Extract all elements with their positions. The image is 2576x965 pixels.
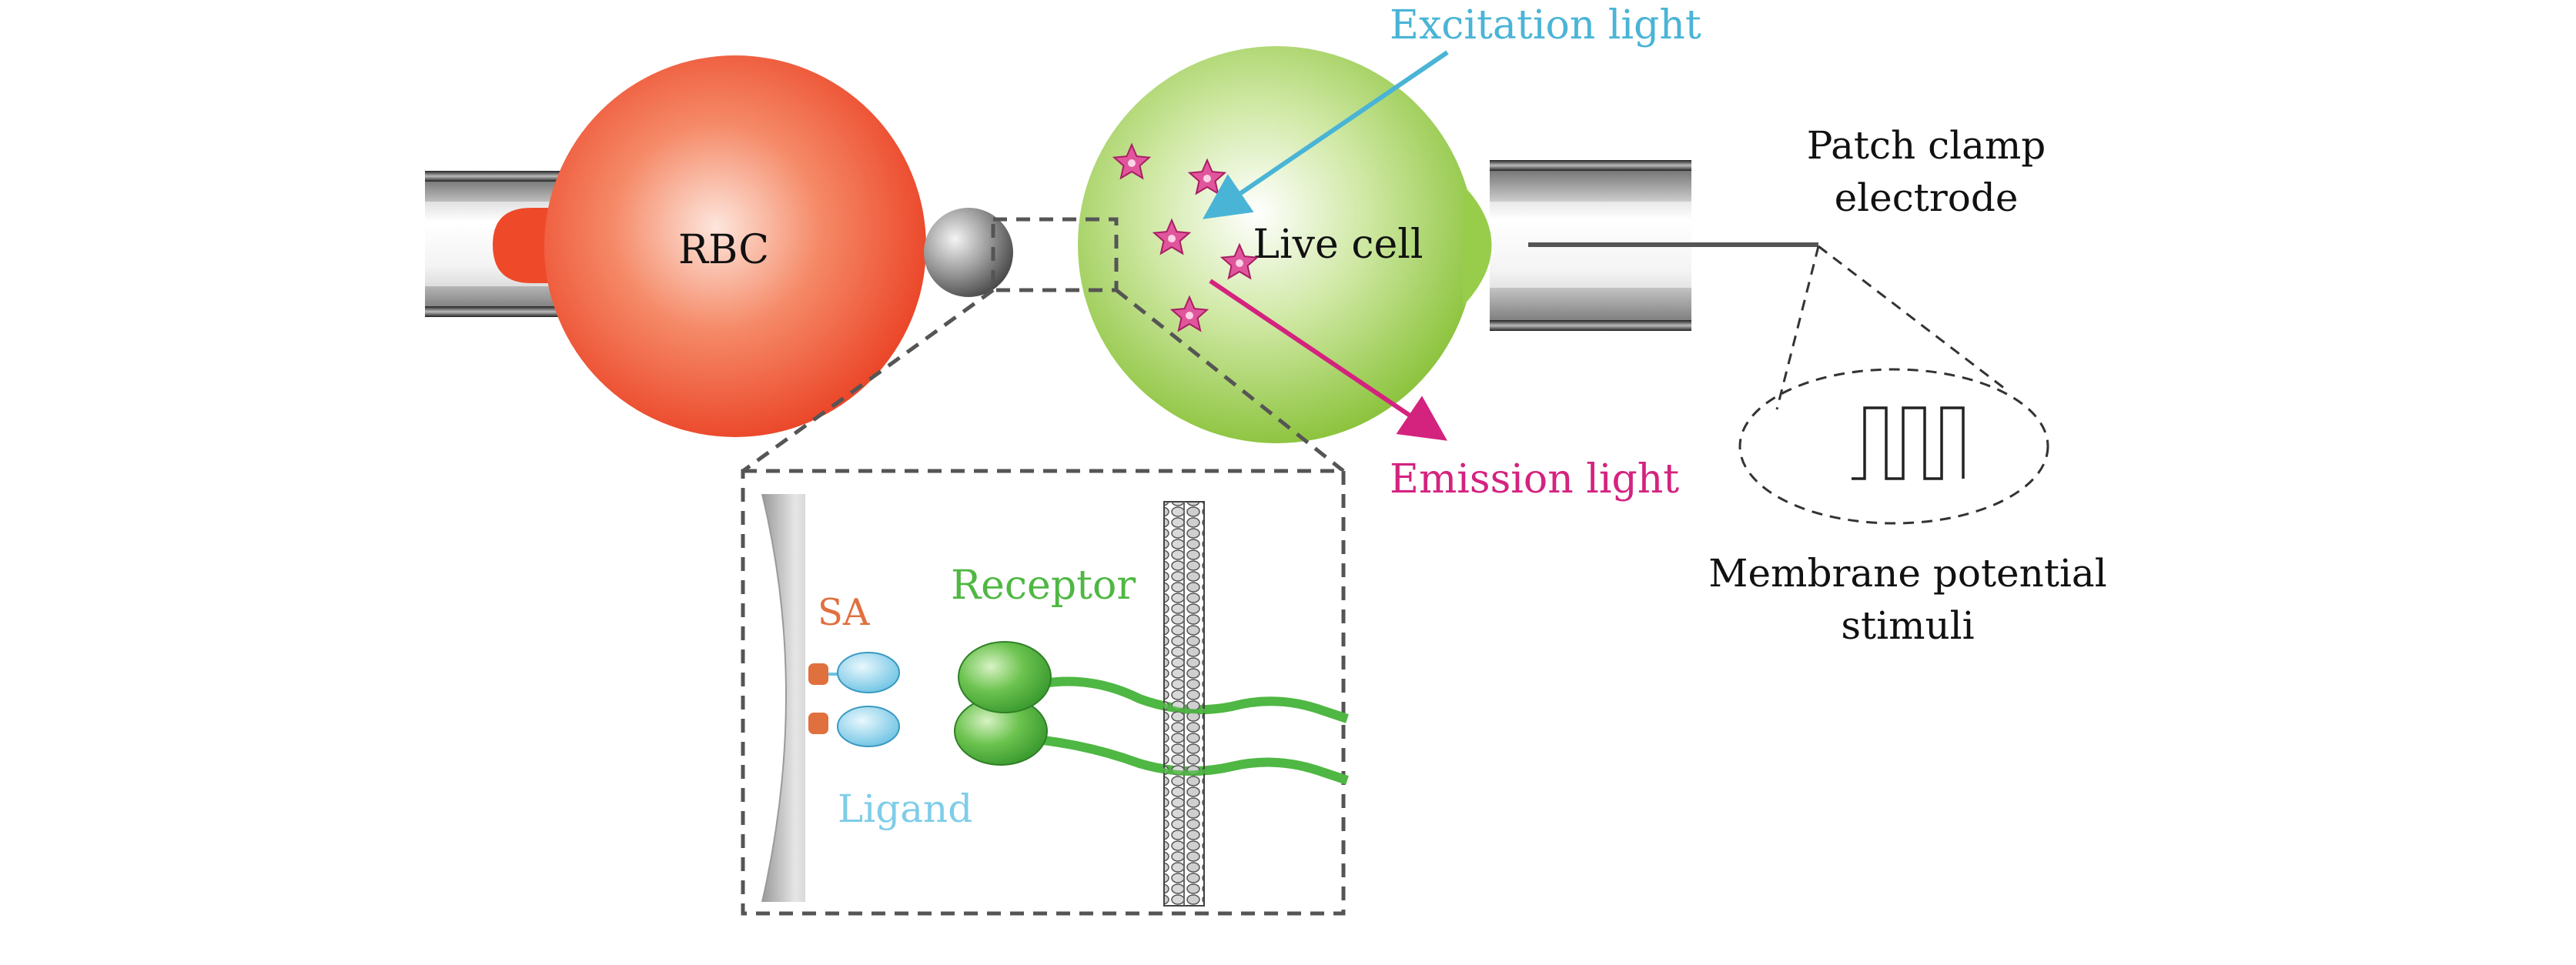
- live-cell-bleb: [1463, 185, 1492, 306]
- bead-surface-edge: [761, 493, 787, 903]
- fluorophore-star-core: [1203, 175, 1211, 182]
- ligand-molecule: [837, 652, 900, 693]
- live-cell: [1078, 46, 1475, 443]
- live-cell-label: Live cell: [1253, 222, 1423, 268]
- zoom-connector-right: [1115, 289, 1345, 472]
- bead-surface: [762, 494, 818, 902]
- emission-label: Emission light: [1390, 456, 1679, 503]
- emission-arrow: [1209, 279, 1447, 441]
- receptor-tail-upper-over: [1153, 700, 1213, 714]
- fluorophore-star-core: [1186, 312, 1193, 319]
- sa-label: SA: [818, 591, 871, 634]
- stimuli-label-line2: stimuli: [1841, 603, 1974, 648]
- probe-bead: [924, 208, 1013, 297]
- zoom-line-right: [1818, 245, 2009, 392]
- fluorophore-star-core: [1128, 159, 1136, 167]
- stimuli-callout: [1738, 368, 2049, 525]
- rbc-cell: [544, 55, 926, 437]
- excitation-label: Excitation light: [1390, 2, 1701, 48]
- patch-clamp-label-line1: Patch clamp: [1807, 123, 2046, 168]
- patch-clamp-label-line2: electrode: [1835, 175, 2019, 220]
- zoom-line-left: [1775, 245, 1820, 410]
- binding-inset: SA Ligand Receptor: [741, 469, 1349, 916]
- zoom-connector-left: [741, 288, 995, 473]
- bead-surface-mask: [805, 493, 828, 908]
- receptor-label: Receptor: [951, 563, 1136, 609]
- receptor-tail-lower-over: [1154, 766, 1213, 776]
- square-wave-icon: [1852, 406, 1965, 480]
- sa-molecule: [808, 663, 828, 685]
- contact-zoom-box: [991, 217, 1119, 292]
- fluorophore-star-core: [1236, 259, 1243, 267]
- sa-molecule: [808, 713, 828, 734]
- ligand-molecule: [837, 706, 900, 747]
- rbc-label: RBC: [678, 227, 769, 273]
- stimuli-label-line1: Membrane potential: [1708, 551, 2106, 596]
- fluorophore-star-core: [1168, 235, 1176, 242]
- excitation-arrow: [1203, 50, 1449, 219]
- ligand-label: Ligand: [838, 786, 972, 831]
- receptor-subunit: [958, 641, 1052, 713]
